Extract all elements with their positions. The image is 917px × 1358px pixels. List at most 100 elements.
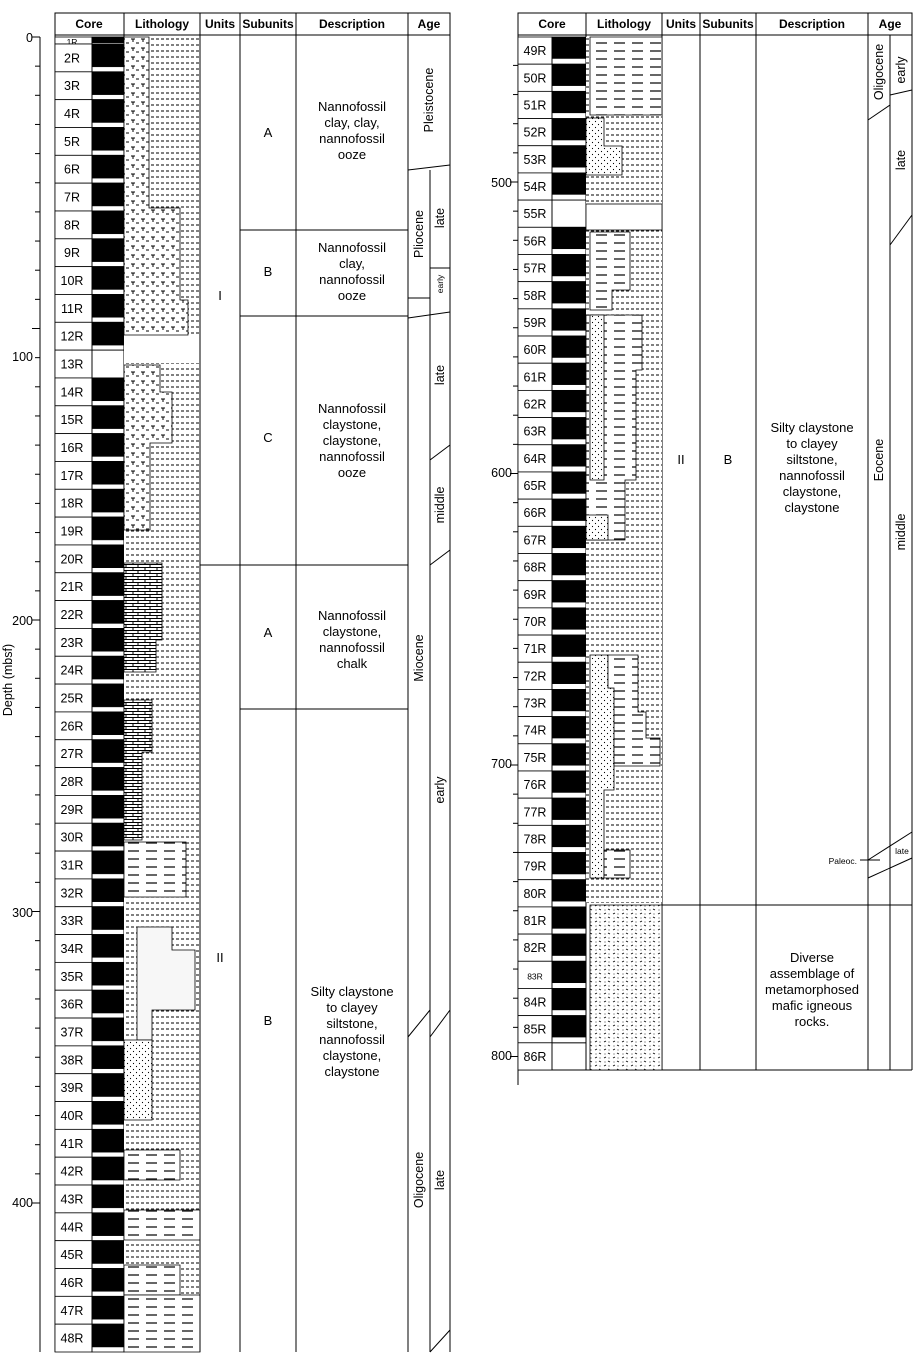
core-recovery-61r: [552, 363, 586, 385]
core-label-22r: 22R: [61, 608, 84, 622]
lithology-claystone-3: [123, 1209, 201, 1241]
core-label-77r: 77R: [524, 805, 547, 819]
core-recovery-10r: [91, 266, 125, 290]
desc-6-line-5: claystone,: [783, 484, 842, 499]
core-recovery-72r: [552, 662, 586, 684]
depth-tick-300: 300: [12, 906, 33, 920]
core-recovery-80r: [552, 879, 586, 902]
core-label-16r: 16R: [61, 441, 84, 455]
core-box-26r: [54, 711, 93, 741]
core-box-86r: [517, 1042, 553, 1071]
core-box-15r: [54, 405, 93, 435]
core-recovery-7r: [91, 182, 125, 207]
desc-4-line-1: Nannofossil: [318, 608, 386, 623]
core-box-59r: [517, 308, 553, 337]
header-lithology-left: Lithology: [135, 17, 189, 31]
core-recovery-69r: [552, 580, 586, 603]
desc-6-line-6: claystone: [785, 500, 840, 515]
core-box-31r: [54, 850, 93, 880]
lithology-nannofossil-claystone: [123, 364, 173, 531]
age-pliocene-early: early: [435, 274, 445, 293]
core-box-9r: [54, 238, 93, 268]
core-label-31r: 31R: [61, 858, 84, 872]
desc-7-line-4: mafic igneous: [772, 998, 853, 1013]
core-recovery-67r: [552, 526, 586, 549]
core-label-19r: 19R: [61, 525, 84, 539]
core-label-36r: 36R: [61, 998, 84, 1012]
core-label-46r: 46R: [61, 1276, 84, 1290]
core-recovery-32r: [91, 878, 125, 902]
header-age-left: Age: [418, 17, 441, 31]
depth-tick-200: 200: [12, 614, 33, 628]
desc-5-line-6: claystone: [325, 1064, 380, 1079]
core-label-74r: 74R: [524, 724, 547, 738]
core-recovery-37r: [91, 1017, 125, 1042]
core-recovery-82r: [552, 934, 586, 956]
core-box-64r: [517, 444, 553, 473]
core-label-11r: 11R: [61, 302, 83, 316]
core-label-43r: 43R: [61, 1192, 84, 1206]
core-label-65r: 65R: [524, 479, 547, 493]
core-recovery-11r: [91, 294, 125, 318]
desc-6-line-4: nannofossil: [779, 468, 845, 483]
core-recovery-49r: [552, 37, 586, 59]
core-label-30r: 30R: [61, 831, 84, 845]
age-miocene: Miocene: [412, 634, 426, 681]
core-recovery-43r: [91, 1184, 125, 1209]
core-recovery-45r: [91, 1240, 125, 1264]
core-label-64r: 64R: [524, 452, 547, 466]
header-description-right: Description: [779, 17, 845, 31]
core-label-47r: 47R: [61, 1304, 84, 1318]
core-label-82r: 82R: [524, 941, 547, 955]
lithology-nannofossil-ooze: [123, 36, 189, 336]
depth-tick-800: 800: [491, 1049, 512, 1063]
desc-2-line-3: nannofossil: [319, 272, 385, 287]
desc-2-line-4: ooze: [338, 288, 366, 303]
core-frame-86r: [551, 1042, 587, 1071]
age-oligocene-right: Oligocene: [872, 44, 886, 100]
core-recovery-36r: [91, 989, 125, 1014]
age-paleocene-late: late: [895, 846, 909, 856]
lithology-right-claystone-2: [589, 231, 631, 311]
core-label-4r: 4R: [64, 107, 80, 121]
core-recovery-47r: [91, 1296, 125, 1320]
core-box-63r: [517, 417, 553, 446]
depth-tick-100: 100: [12, 350, 33, 364]
depth-tick-0: 0: [26, 31, 33, 45]
core-label-37r: 37R: [61, 1025, 84, 1039]
core-recovery-27r: [91, 739, 125, 763]
desc-4-line-3: nannofossil: [319, 640, 385, 655]
core-box-75r: [517, 743, 553, 772]
depth-tick-400: 400: [12, 1196, 33, 1210]
desc-1-line-2: clay, clay,: [324, 115, 379, 130]
core-label-60r: 60R: [524, 343, 547, 357]
core-label-58r: 58R: [524, 289, 547, 303]
age-oligocene-late-left: late: [433, 1170, 447, 1190]
core-label-17r: 17R: [61, 469, 84, 483]
desc-3-line-3: claystone,: [323, 433, 382, 448]
core-label-70r: 70R: [524, 615, 547, 629]
core-recovery-41r: [91, 1129, 125, 1153]
left-column-panel: Core Lithology Units Subunits Descriptio…: [1, 12, 451, 1353]
core-box-10r: [54, 266, 93, 295]
core-label-69r: 69R: [524, 588, 547, 602]
header-age-right: Age: [879, 17, 902, 31]
core-recovery-79r: [552, 852, 586, 875]
desc-7-line-1: Diverse: [790, 950, 834, 965]
core-recovery-4r: [91, 99, 125, 123]
header-units-right: Units: [666, 17, 696, 31]
core-label-42r: 42R: [61, 1165, 84, 1179]
core-box-38r: [54, 1045, 93, 1075]
core-recovery-35r: [91, 962, 125, 986]
core-recovery-44r: [91, 1212, 125, 1236]
desc-7-line-3: metamorphosed: [765, 982, 859, 997]
core-recovery-2r: [91, 43, 125, 68]
core-box-5r: [54, 127, 93, 156]
core-recovery-29r: [91, 795, 125, 819]
core-recovery-5r: [91, 127, 125, 151]
lithology-claystone-2: [123, 1149, 181, 1181]
header-description-left: Description: [319, 17, 385, 31]
lithology-right-sand: [585, 514, 609, 541]
core-box-25r: [54, 683, 93, 713]
core-label-61r: 61R: [524, 370, 547, 384]
